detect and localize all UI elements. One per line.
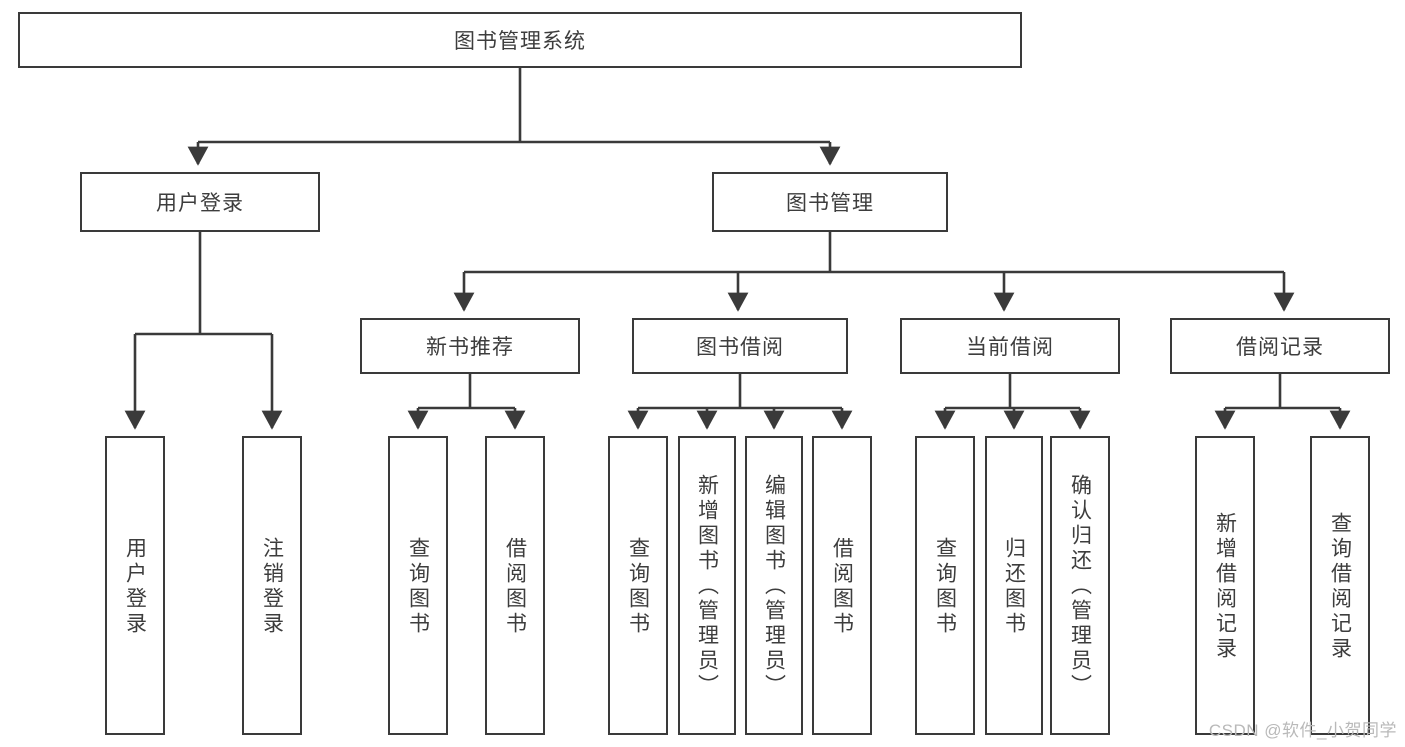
node-borrow-record[interactable]: 借阅记录 [1170,318,1390,374]
node-book-management-label: 图书管理 [786,192,874,215]
leaf-add-book-admin-label: 新增图书（管理员） [695,474,719,699]
node-user-login[interactable]: 用户登录 [80,172,320,232]
leaf-add-borrow-record-label: 新增借阅记录 [1213,511,1237,662]
leaf-query-borrow-record-label: 查询借阅记录 [1328,511,1352,662]
leaf-add-book-admin[interactable]: 新增图书（管理员） [678,436,736,735]
node-book-borrow-label: 图书借阅 [696,336,784,359]
leaf-edit-book-admin-label: 编辑图书（管理员） [762,474,786,699]
leaf-query-book-borrow-label: 查询图书 [626,536,650,637]
node-new-book-recommend[interactable]: 新书推荐 [360,318,580,374]
leaf-user-login-label: 用户登录 [123,536,147,637]
node-root-label: 图书管理系统 [454,30,586,53]
leaf-return-book-label: 归还图书 [1002,536,1026,637]
leaf-user-logout-label: 注销登录 [260,536,284,637]
leaf-query-book-recommend-label: 查询图书 [406,536,430,637]
node-root[interactable]: 图书管理系统 [18,12,1022,68]
leaf-query-borrow-record[interactable]: 查询借阅记录 [1310,436,1370,735]
leaf-borrow-book-recommend-label: 借阅图书 [503,536,527,637]
leaf-query-book-current-label: 查询图书 [933,536,957,637]
leaf-confirm-return-admin-label: 确认归还（管理员） [1068,474,1092,699]
leaf-query-book-recommend[interactable]: 查询图书 [388,436,448,735]
leaf-borrow-book[interactable]: 借阅图书 [812,436,872,735]
leaf-query-book-current[interactable]: 查询图书 [915,436,975,735]
node-current-borrow-label: 当前借阅 [966,336,1054,359]
node-borrow-record-label: 借阅记录 [1236,336,1324,359]
leaf-borrow-book-recommend[interactable]: 借阅图书 [485,436,545,735]
node-new-book-recommend-label: 新书推荐 [426,336,514,359]
leaf-user-login[interactable]: 用户登录 [105,436,165,735]
leaf-confirm-return-admin[interactable]: 确认归还（管理员） [1050,436,1110,735]
leaf-user-logout[interactable]: 注销登录 [242,436,302,735]
leaf-edit-book-admin[interactable]: 编辑图书（管理员） [745,436,803,735]
leaf-add-borrow-record[interactable]: 新增借阅记录 [1195,436,1255,735]
node-current-borrow[interactable]: 当前借阅 [900,318,1120,374]
leaf-return-book[interactable]: 归还图书 [985,436,1043,735]
leaf-borrow-book-label: 借阅图书 [830,536,854,637]
node-book-borrow[interactable]: 图书借阅 [632,318,848,374]
watermark-text: CSDN @软件_小贺同学 [1208,721,1397,740]
node-user-login-label: 用户登录 [156,192,244,215]
leaf-query-book-borrow[interactable]: 查询图书 [608,436,668,735]
node-book-management[interactable]: 图书管理 [712,172,948,232]
